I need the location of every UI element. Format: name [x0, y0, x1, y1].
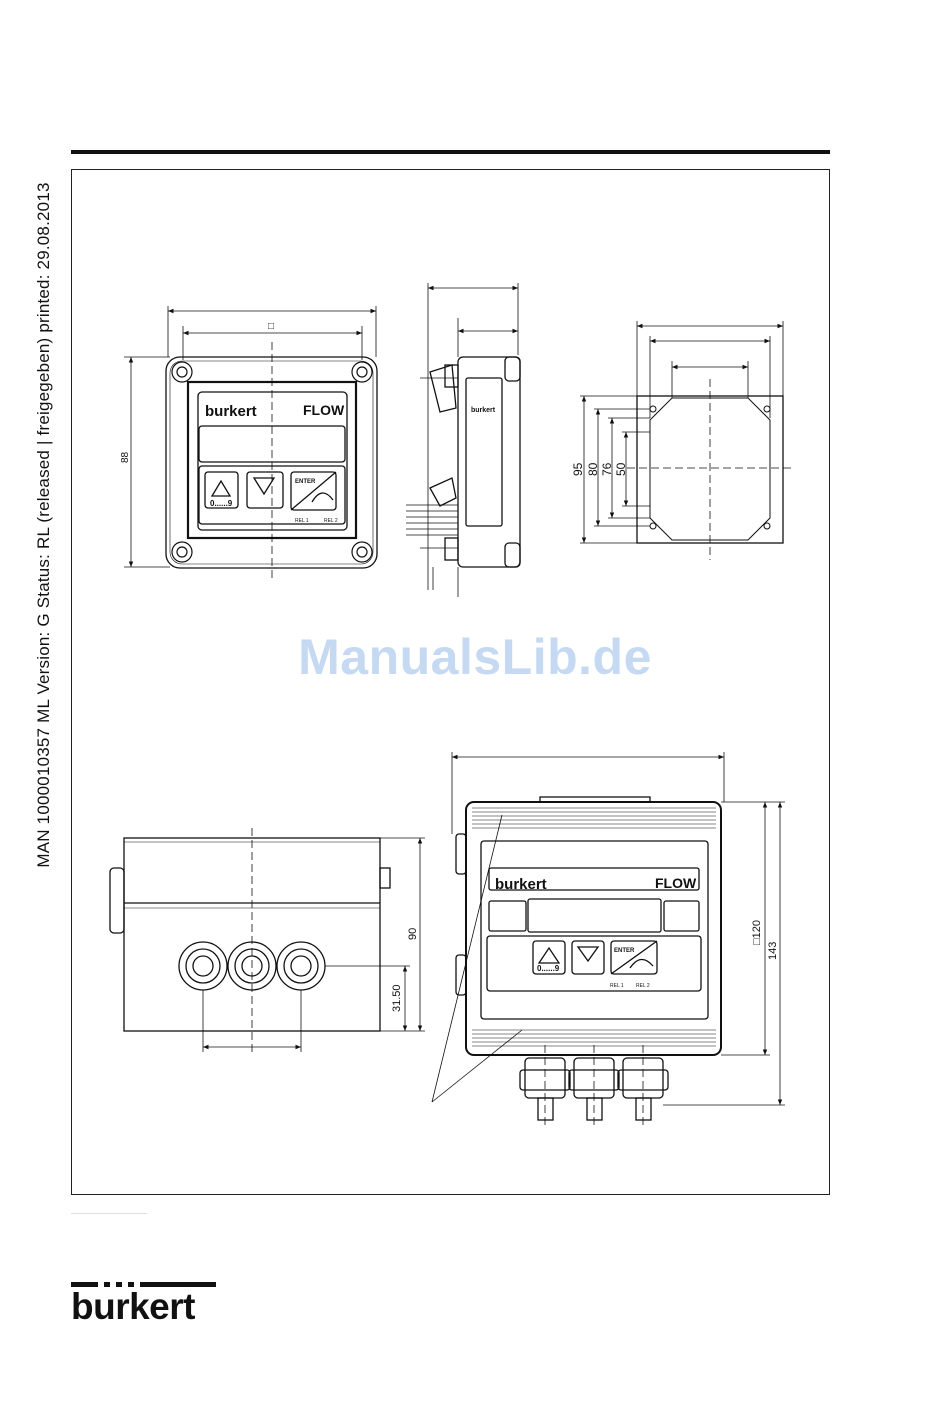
front-width-label: □	[268, 321, 274, 332]
bottom-height-label: 90	[407, 928, 419, 940]
front-digits-label: 0......9	[210, 499, 233, 508]
wall-height-label: 143	[767, 942, 779, 960]
wall-digits-label: 0......9	[537, 964, 560, 973]
footer-divider	[71, 1213, 147, 1214]
bottom-view	[110, 828, 425, 1055]
wall-enter-label: ENTER	[614, 948, 635, 954]
cutout-view	[580, 321, 795, 560]
cutout-dim-76: 76	[600, 462, 614, 476]
watermark: ManualsLib.de	[0, 628, 950, 686]
cutout-dim-95: 95	[571, 462, 585, 476]
side-view	[406, 283, 520, 597]
wall-rel2-label: REL 2	[636, 983, 650, 989]
burkert-logo: burkert	[71, 1282, 216, 1328]
bottom-offset-label: 31.50	[391, 984, 403, 1012]
front-rel1-label: REL 1	[295, 518, 309, 524]
front-brand-label: burkert	[205, 403, 257, 420]
wall-rel1-label: REL 1	[610, 983, 624, 989]
cutout-dim-80: 80	[586, 462, 600, 476]
logo-text: burkert	[71, 1289, 216, 1325]
wall-brand-label: burkert	[495, 876, 547, 893]
wall-width-label: □120	[751, 920, 763, 945]
front-product-label: FLOW	[303, 402, 345, 418]
wall-product-label: FLOW	[655, 875, 697, 891]
wall-view	[432, 752, 785, 1125]
front-rel2-label: REL 2	[324, 518, 338, 524]
side-brand-label: burkert	[471, 407, 496, 414]
front-enter-label: ENTER	[295, 479, 316, 485]
front-view	[124, 306, 377, 580]
cutout-dim-50: 50	[614, 462, 628, 476]
front-height-label: 88	[120, 451, 131, 463]
